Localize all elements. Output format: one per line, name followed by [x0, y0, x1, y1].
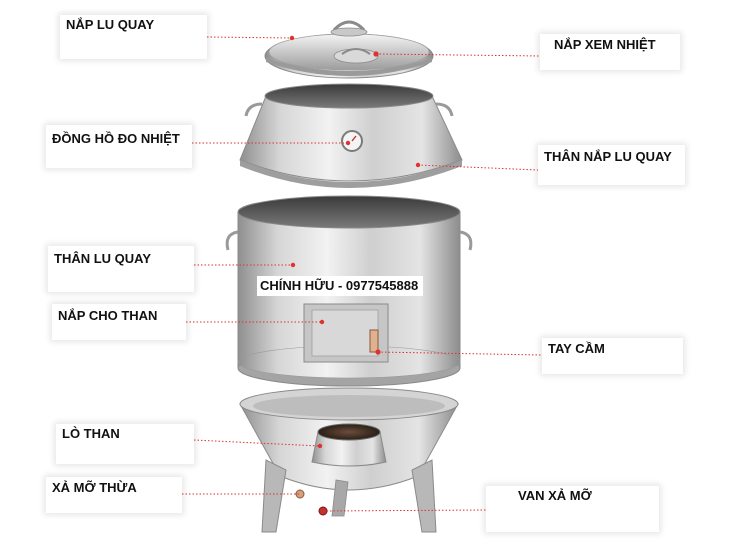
label-van-xa-mo: VAN XẢ MỠ	[486, 486, 659, 532]
label-tay-cam-text: TAY CẦM	[548, 341, 605, 356]
leader-tay-cam	[377, 351, 543, 356]
label-dong-ho-do-nhiet-text: ĐỒNG HỒ ĐO NHIỆT	[52, 131, 180, 146]
label-dong-ho-do-nhiet: ĐỒNG HỒ ĐO NHIỆT	[46, 125, 192, 168]
label-lo-than-text: LÒ THAN	[62, 426, 120, 441]
label-nap-xem-nhiet-text: NẮP XEM NHIỆT	[554, 37, 656, 52]
leader-than-nap	[417, 164, 539, 171]
leader-van-xa-mo	[322, 509, 487, 512]
leader-lo-than	[193, 439, 321, 447]
leader-nap-lu-quay	[206, 36, 293, 39]
label-nap-cho-than-text: NẮP CHO THAN	[58, 308, 158, 323]
label-xa-mo-thua: XẢ MỠ THỪA	[46, 477, 182, 513]
label-lo-than: LÒ THAN	[56, 424, 194, 464]
label-than-nap-lu-quay: THÂN NẮP LU QUAY	[538, 145, 685, 185]
leader-nap-xem-nhiet	[375, 53, 541, 57]
lid-body	[239, 83, 463, 188]
label-than-nap-lu-quay-text: THÂN NẮP LU QUAY	[544, 149, 672, 164]
label-xa-mo-thua-text: XẢ MỠ THỪA	[52, 480, 137, 495]
label-tay-cam: TAY CẦM	[542, 338, 683, 374]
coal-bowl	[239, 387, 459, 533]
label-nap-xem-nhiet: NẮP XEM NHIỆT	[540, 34, 680, 70]
label-than-lu-quay: THÂN LU QUAY	[48, 246, 194, 292]
leader-lines	[182, 36, 543, 512]
label-van-xa-mo-text: VAN XẢ MỠ	[518, 488, 592, 503]
label-nap-cho-than: NẮP CHO THAN	[52, 304, 186, 340]
label-than-lu-quay-text: THÂN LU QUAY	[54, 251, 152, 266]
leader-dots	[289, 35, 421, 449]
watermark-contact: CHÍNH HỮU - 0977545888	[257, 276, 423, 296]
top-lid	[264, 20, 434, 79]
label-nap-lu-quay: NẮP LU QUAY	[60, 15, 207, 59]
label-nap-lu-quay-text: NẮP LU QUAY	[66, 17, 155, 32]
